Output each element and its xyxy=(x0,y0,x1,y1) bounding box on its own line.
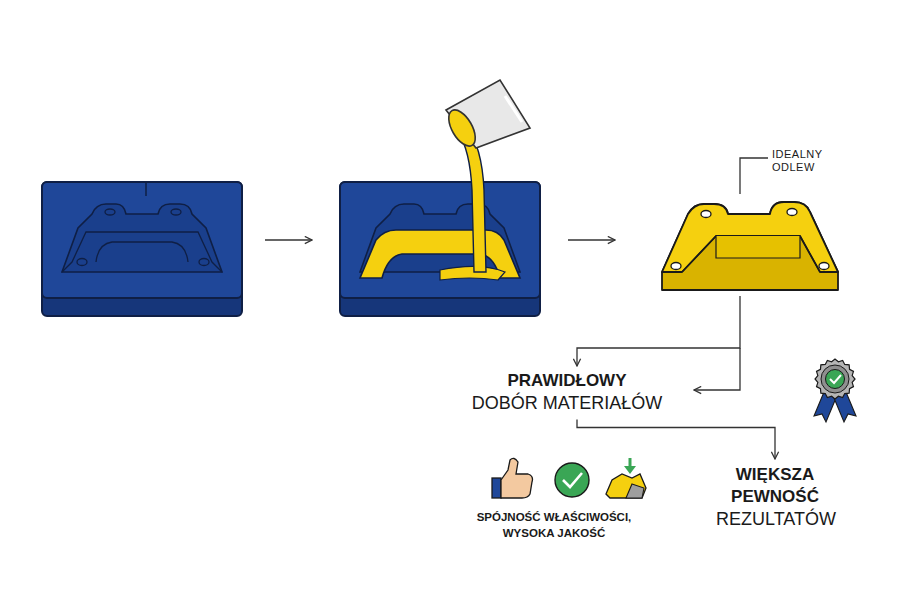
result-text-block: WIĘKSZA PEWNOŚĆREZULTATÓW xyxy=(712,462,838,534)
quality-badge xyxy=(814,359,856,422)
flow-line xyxy=(694,348,740,390)
leader-line xyxy=(740,158,768,194)
thumbs-up-icon xyxy=(492,458,533,498)
body-text: DOBÓR MATERIAŁÓW xyxy=(471,392,663,415)
body-text: REZULTATÓW xyxy=(716,508,834,531)
heading-text: WIĘKSZA PEWNOŚĆ xyxy=(716,464,834,508)
step-arrow xyxy=(568,239,615,240)
casting xyxy=(662,202,838,290)
callout-label: IDEALNY ODLEW xyxy=(772,148,836,174)
material-icon xyxy=(606,458,646,498)
benefit-caption: SPÓJNOŚĆ WŁAŚCIWOŚCI, WYSOKA JAKOŚĆ xyxy=(462,510,646,541)
check-icon xyxy=(555,463,589,497)
outcome-text-block: PRAWIDŁOWYDOBÓR MATERIAŁÓW xyxy=(467,368,667,417)
step-arrow xyxy=(265,239,312,240)
flow-connector xyxy=(577,419,775,459)
empty-mold xyxy=(42,182,242,316)
flow-line xyxy=(577,296,740,366)
filled-mold xyxy=(340,80,540,316)
heading-text: PRAWIDŁOWY xyxy=(471,370,663,392)
